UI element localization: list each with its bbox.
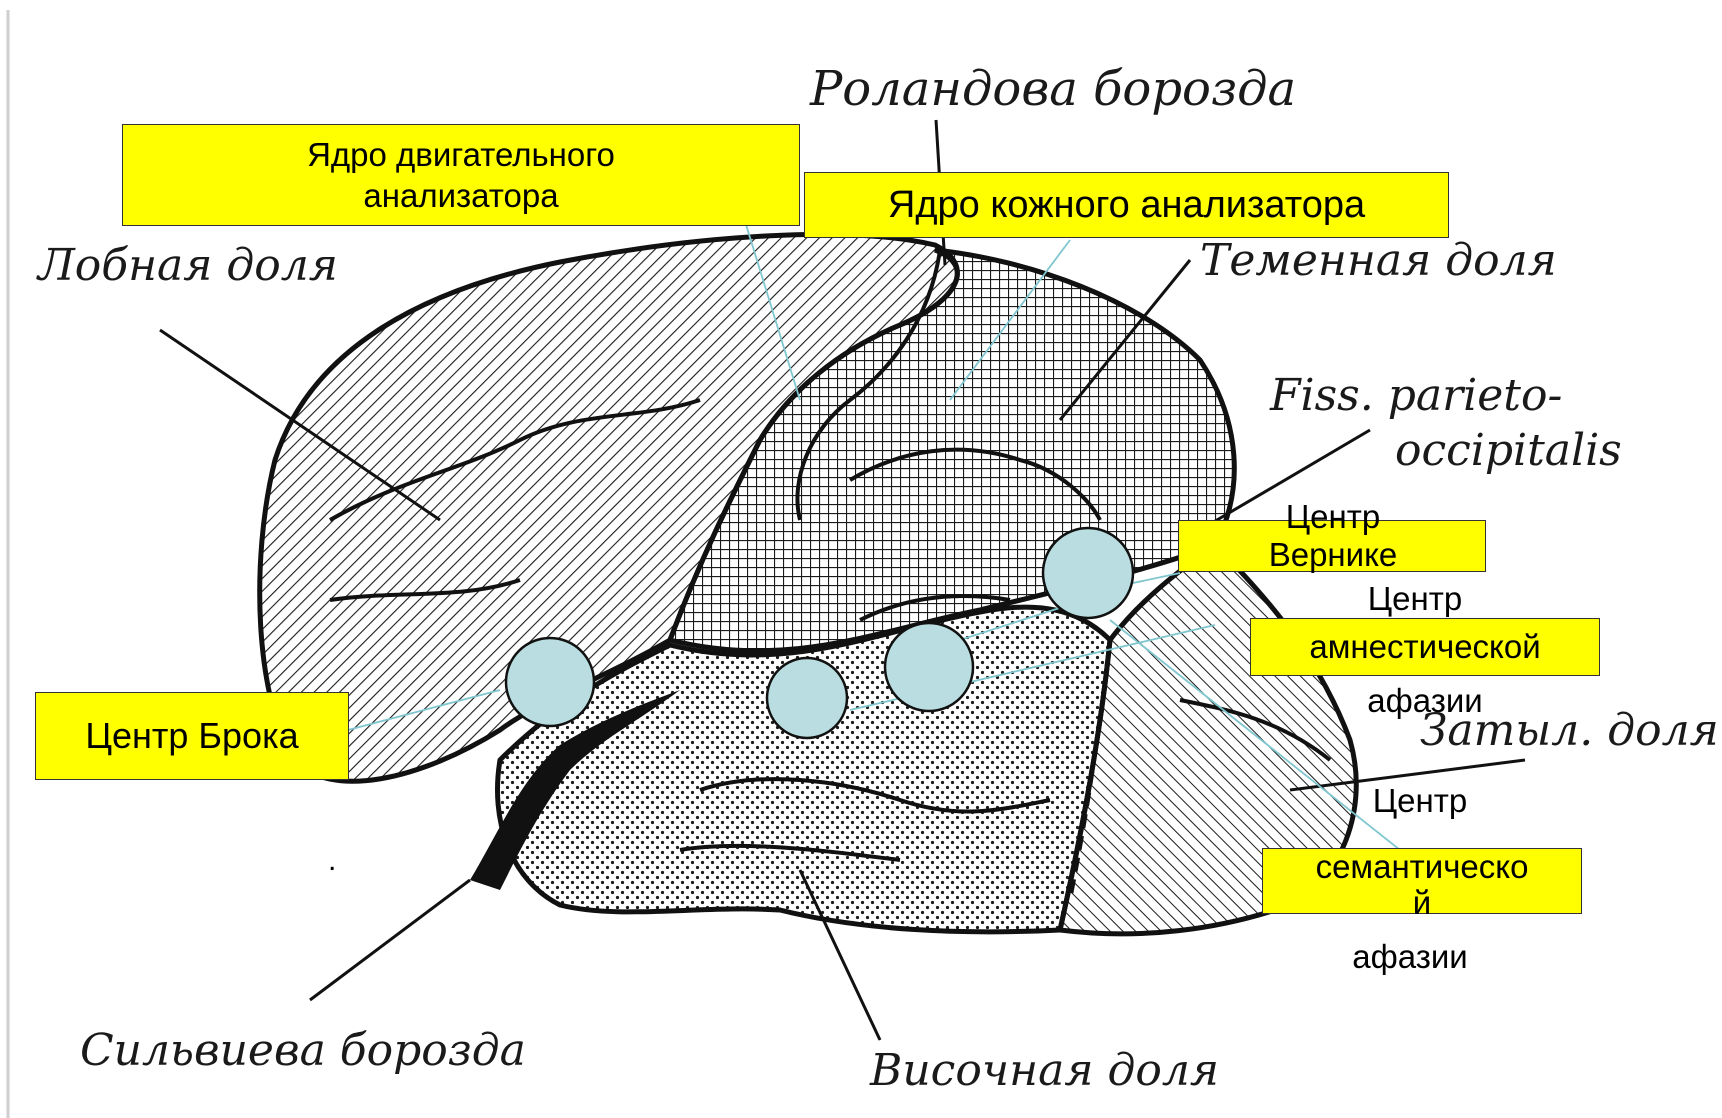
label-fiss-line2: occipitalis	[1395, 425, 1622, 476]
label-frontal-lobe: Лобная доля	[36, 240, 338, 291]
broca-text: Центр Брока	[85, 715, 298, 757]
wernicke-text: Центр Вернике	[1258, 498, 1408, 574]
amnestic-text: амнестической	[1309, 628, 1540, 666]
broca-circle	[506, 638, 594, 726]
motor-nucleus-text: Ядро двигательного анализатора	[251, 134, 671, 217]
amnestic-line1: Центр	[1360, 580, 1470, 618]
skin-nucleus-label: Ядро кожного анализатора	[804, 172, 1449, 238]
label-rolandic-sulcus: Роландова борозда	[809, 61, 1296, 117]
semantic-line1: Центр	[1365, 782, 1475, 820]
amnestic-line3: афазии	[1360, 682, 1490, 720]
semantic-text-1: семантическо	[1316, 849, 1529, 885]
skin-nucleus-text: Ядро кожного анализатора	[888, 184, 1365, 227]
stray-dot: .	[328, 844, 336, 877]
motor-nucleus-label: Ядро двигательного анализатора	[122, 124, 800, 226]
semantic-text-2: й	[1413, 885, 1431, 921]
label-sylvian-sulcus: Сильвиева борозда	[80, 1025, 526, 1076]
small-temporal-circle	[767, 658, 847, 738]
wernicke-text-span: Центр Вернике	[1269, 498, 1398, 573]
wernicke-circle	[1043, 528, 1133, 618]
label-fiss-line1: Fiss. parieto-	[1269, 370, 1562, 421]
label-temporal-lobe: Височная доля	[869, 1045, 1219, 1096]
broca-label: Центр Брока	[35, 692, 349, 780]
amnestic-circle	[885, 623, 973, 711]
semantic-line3: афазии	[1345, 938, 1475, 976]
semantic-label: семантическо й	[1262, 848, 1582, 914]
label-parietal-lobe: Теменная доля	[1200, 235, 1557, 286]
amnestic-label: амнестической	[1250, 618, 1600, 676]
